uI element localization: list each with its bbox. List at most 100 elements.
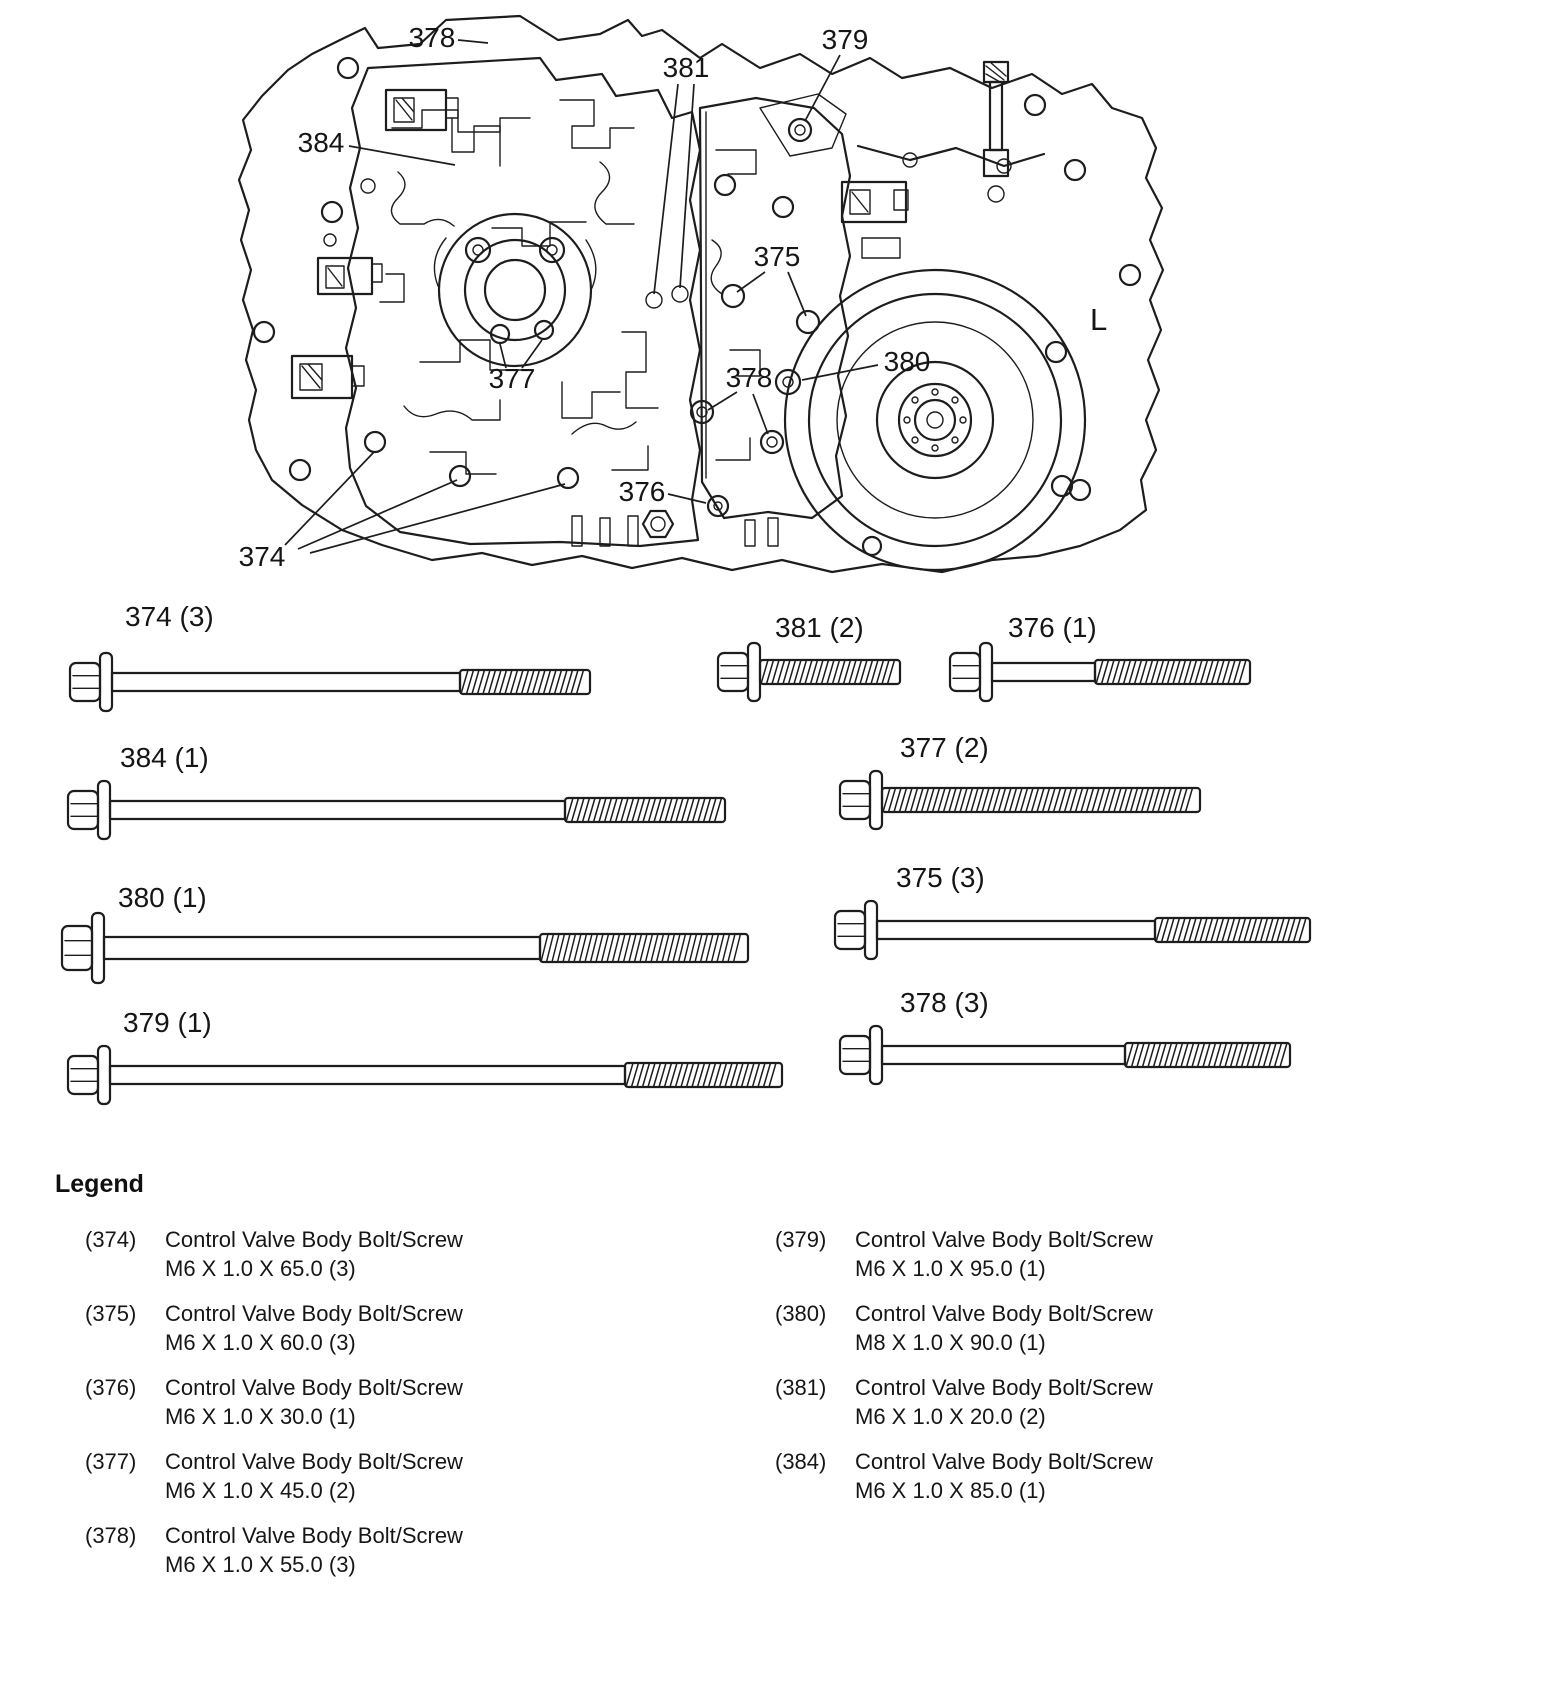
callout-377: 377 bbox=[489, 363, 536, 394]
bolt-flange bbox=[96, 1044, 112, 1106]
callout-376: 376 bbox=[619, 476, 666, 507]
callout-378-mid: 378 bbox=[726, 362, 773, 393]
legend-desc-374: Control Valve Body Bolt/Screw M6 X 1.0 X… bbox=[165, 1225, 463, 1283]
bolt-figure-377: 377 (2) bbox=[838, 732, 1202, 831]
bolt-shank bbox=[108, 1064, 627, 1086]
bolt-figure-376: 376 (1) bbox=[948, 612, 1252, 703]
legend-spec-374: M6 X 1.0 X 65.0 (3) bbox=[165, 1256, 356, 1281]
legend-spec-375: M6 X 1.0 X 60.0 (3) bbox=[165, 1330, 356, 1355]
bolt-shank bbox=[110, 671, 462, 693]
legend-spec-380: M8 X 1.0 X 90.0 (1) bbox=[855, 1330, 1046, 1355]
legend-desc-376: Control Valve Body Bolt/Screw M6 X 1.0 X… bbox=[165, 1373, 463, 1431]
bolt-flange bbox=[868, 1024, 884, 1086]
bolt-flange bbox=[96, 779, 112, 841]
bolt-label-380: 380 (1) bbox=[118, 882, 207, 913]
legend-name-374: Control Valve Body Bolt/Screw bbox=[165, 1227, 463, 1252]
callout-380: 380 bbox=[884, 346, 931, 377]
legend-entry-380: (380) Control Valve Body Bolt/Screw M8 X… bbox=[775, 1299, 1153, 1357]
legend-entry-378: (378) Control Valve Body Bolt/Screw M6 X… bbox=[85, 1521, 750, 1579]
bolt-flange bbox=[98, 651, 114, 713]
legend-desc-379: Control Valve Body Bolt/Screw M6 X 1.0 X… bbox=[855, 1225, 1153, 1283]
legend-ref-384: (384) bbox=[775, 1449, 827, 1474]
legend-spec-379: M6 X 1.0 X 95.0 (1) bbox=[855, 1256, 1046, 1281]
legend-desc-378: Control Valve Body Bolt/Screw M6 X 1.0 X… bbox=[165, 1521, 463, 1579]
transmission-case-drawing bbox=[237, 14, 1165, 574]
bolt-threads bbox=[538, 932, 750, 964]
bolt-figure-379: 379 (1) bbox=[66, 1007, 784, 1106]
callout-375: 375 bbox=[754, 241, 801, 272]
callout-384: 384 bbox=[298, 127, 345, 158]
legend-entry-384: (384) Control Valve Body Bolt/Screw M6 X… bbox=[775, 1447, 1153, 1505]
legend-spec-384: M6 X 1.0 X 85.0 (1) bbox=[855, 1478, 1046, 1503]
bolt-head bbox=[838, 1034, 872, 1076]
bolt-flange bbox=[863, 899, 879, 961]
bolt-head bbox=[66, 1054, 100, 1096]
legend-spec-376: M6 X 1.0 X 30.0 (1) bbox=[165, 1404, 356, 1429]
legend-ref-374: (374) bbox=[85, 1227, 137, 1252]
legend-name-384: Control Valve Body Bolt/Screw bbox=[855, 1449, 1153, 1474]
legend-columns: (374) Control Valve Body Bolt/Screw M6 X… bbox=[55, 1225, 1525, 1595]
bolt-label-375: 375 (3) bbox=[896, 862, 985, 893]
bolt-figure-374: 374 (3) bbox=[68, 601, 592, 713]
bolt-flange bbox=[868, 769, 884, 831]
bolt-threads bbox=[1123, 1041, 1292, 1069]
legend-entry-377: (377) Control Valve Body Bolt/Screw M6 X… bbox=[85, 1447, 750, 1505]
bolt-label-378: 378 (3) bbox=[900, 987, 989, 1018]
legend-ref-375: (375) bbox=[85, 1301, 137, 1326]
bolt-flange bbox=[90, 911, 106, 985]
bolt-head bbox=[60, 924, 94, 972]
legend-ref-380: (380) bbox=[775, 1301, 827, 1326]
bolt-head bbox=[838, 779, 872, 821]
bolt-head bbox=[833, 909, 867, 951]
legend-spec-377: M6 X 1.0 X 45.0 (2) bbox=[165, 1478, 356, 1503]
callout-378-top: 378 bbox=[409, 22, 456, 53]
legend-column-right: (379) Control Valve Body Bolt/Screw M6 X… bbox=[750, 1225, 1153, 1521]
legend-name-379: Control Valve Body Bolt/Screw bbox=[855, 1227, 1153, 1252]
legend-entry-375: (375) Control Valve Body Bolt/Screw M6 X… bbox=[85, 1299, 750, 1357]
callouts: 378 379 381 384 375 377 378 380 376 374 … bbox=[239, 22, 1108, 572]
bolt-head bbox=[68, 661, 102, 703]
legend-ref-378: (378) bbox=[85, 1523, 137, 1548]
callout-374: 374 bbox=[239, 541, 286, 572]
bolt-figure-384: 384 (1) bbox=[66, 742, 727, 841]
legend-name-377: Control Valve Body Bolt/Screw bbox=[165, 1449, 463, 1474]
legend-entry-376: (376) Control Valve Body Bolt/Screw M6 X… bbox=[85, 1373, 750, 1431]
legend-entry-379: (379) Control Valve Body Bolt/Screw M6 X… bbox=[775, 1225, 1153, 1283]
exploded-view-art: 378 379 381 384 375 377 378 380 376 374 … bbox=[60, 14, 1312, 1106]
bolt-head bbox=[716, 651, 750, 693]
callout-381: 381 bbox=[663, 52, 710, 83]
legend-entry-374: (374) Control Valve Body Bolt/Screw M6 X… bbox=[85, 1225, 750, 1283]
legend-ref-379: (379) bbox=[775, 1227, 827, 1252]
bolt-threads bbox=[1153, 916, 1312, 944]
bolt-threads bbox=[880, 786, 1202, 814]
bolt-shank bbox=[102, 935, 542, 961]
legend-desc-384: Control Valve Body Bolt/Screw M6 X 1.0 X… bbox=[855, 1447, 1153, 1505]
bolt-shank bbox=[875, 919, 1157, 941]
bolt-threads bbox=[563, 796, 727, 824]
bolt-label-379: 379 (1) bbox=[123, 1007, 212, 1038]
legend-column-left: (374) Control Valve Body Bolt/Screw M6 X… bbox=[55, 1225, 750, 1595]
bolt-figure-378: 378 (3) bbox=[838, 987, 1292, 1086]
bolt-figure-381: 381 (2) bbox=[716, 612, 902, 703]
bolt-flange bbox=[746, 641, 762, 703]
bolt-label-384: 384 (1) bbox=[120, 742, 209, 773]
legend-ref-381: (381) bbox=[775, 1375, 827, 1400]
bolt-flange bbox=[978, 641, 994, 703]
legend-name-376: Control Valve Body Bolt/Screw bbox=[165, 1375, 463, 1400]
bolt-shank bbox=[108, 799, 567, 821]
legend-spec-378: M6 X 1.0 X 55.0 (3) bbox=[165, 1552, 356, 1577]
bolt-label-374: 374 (3) bbox=[125, 601, 214, 632]
legend-desc-381: Control Valve Body Bolt/Screw M6 X 1.0 X… bbox=[855, 1373, 1153, 1431]
legend-desc-375: Control Valve Body Bolt/Screw M6 X 1.0 X… bbox=[165, 1299, 463, 1357]
legend-name-375: Control Valve Body Bolt/Screw bbox=[165, 1301, 463, 1326]
bolt-shank bbox=[880, 1044, 1127, 1066]
bolt-threads bbox=[758, 658, 902, 686]
bolt-figure-380: 380 (1) bbox=[60, 882, 750, 985]
bolt-label-376: 376 (1) bbox=[1008, 612, 1097, 643]
bolt-threads bbox=[1093, 658, 1252, 686]
legend-desc-377: Control Valve Body Bolt/Screw M6 X 1.0 X… bbox=[165, 1447, 463, 1505]
bolt-shank bbox=[990, 661, 1097, 683]
bolt-threads bbox=[458, 668, 592, 696]
legend-desc-380: Control Valve Body Bolt/Screw M8 X 1.0 X… bbox=[855, 1299, 1153, 1357]
